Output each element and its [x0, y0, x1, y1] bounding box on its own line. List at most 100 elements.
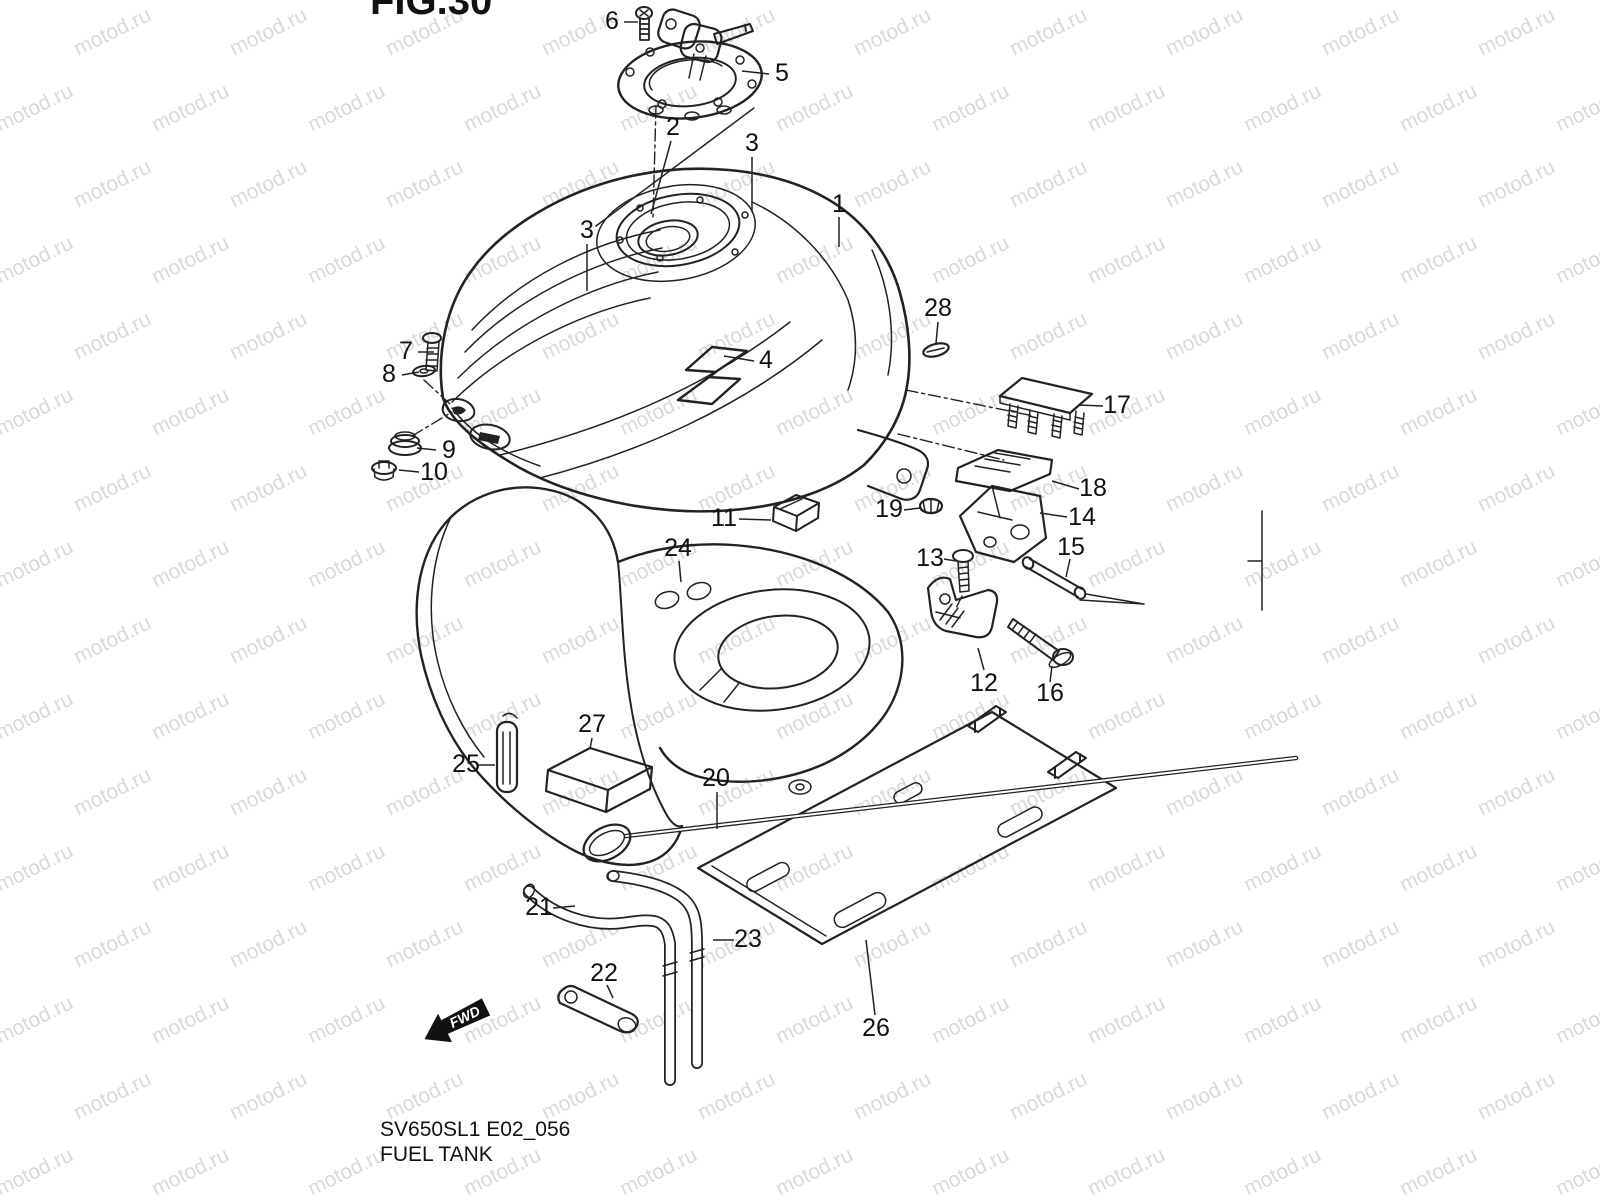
leader-line-part-4 — [723, 355, 755, 362]
model-code: SV650SL1 E02_056 — [380, 1118, 570, 1141]
fuel-tank — [439, 167, 929, 513]
watermark-text: motod.ru — [148, 231, 233, 288]
watermark-text: motod.ru — [1006, 915, 1091, 972]
leader-line-part-24 — [678, 560, 682, 583]
watermark-text: motod.ru — [1396, 991, 1481, 1048]
watermark-text: motod.ru — [304, 1143, 389, 1200]
watermark-text: motod.ru — [850, 3, 935, 60]
watermark-text: motod.ru — [148, 687, 233, 744]
watermark-text: motod.ru — [616, 79, 701, 136]
grommets — [371, 431, 422, 481]
watermark-text: motod.ru — [1318, 155, 1403, 212]
figure-name: FUEL TANK — [380, 1143, 493, 1166]
watermark-text: motod.ru — [1552, 535, 1600, 592]
leader-line-part-15 — [1065, 558, 1071, 578]
watermark-text: motod.ru — [694, 3, 779, 60]
watermark-text: motod.ru — [382, 915, 467, 972]
watermark-text: motod.ru — [1396, 231, 1481, 288]
part-label-23: 23 — [734, 925, 762, 953]
watermark-text: motod.ru — [70, 1067, 155, 1124]
part-label-3: 3 — [580, 216, 594, 244]
leader-line-part-14 — [1039, 512, 1068, 518]
part-label-21: 21 — [525, 893, 553, 921]
nut-19 — [918, 497, 944, 515]
mount-17 — [998, 376, 1094, 439]
watermark-text: motod.ru — [772, 231, 857, 288]
watermark-text: motod.ru — [1318, 459, 1403, 516]
part-label-16: 16 — [1036, 679, 1064, 707]
watermark-text: motod.ru — [304, 687, 389, 744]
part-label-14: 14 — [1068, 503, 1096, 531]
watermark-text: motod.ru — [1552, 839, 1600, 896]
watermark-text: motod.ru — [1162, 3, 1247, 60]
leader-line-part-2 — [650, 140, 672, 215]
part-label-19: 19 — [875, 495, 903, 523]
front-screw — [412, 332, 442, 378]
watermark-text: motod.ru — [226, 611, 311, 668]
watermark-text: motod.ru — [460, 383, 545, 440]
watermark-text: motod.ru — [148, 1143, 233, 1200]
watermark-text: motod.ru — [850, 307, 935, 364]
watermark-text: motod.ru — [70, 307, 155, 364]
leader-line-part-27 — [589, 737, 593, 750]
bolt-16 — [1007, 618, 1074, 669]
part-label-15: 15 — [1057, 533, 1085, 561]
watermark-text: motod.ru — [1552, 1143, 1600, 1200]
watermark-text: motod.ru — [148, 535, 233, 592]
watermark-text: motod.ru — [304, 535, 389, 592]
leader-line-part-26 — [865, 939, 876, 1016]
watermark-text: motod.ru — [70, 155, 155, 212]
watermark-text: motod.ru — [928, 839, 1013, 896]
leader-line-part-22 — [606, 984, 614, 999]
watermark-text: motod.ru — [1084, 1143, 1169, 1200]
exploded-diagram: FWD — [371, 6, 1299, 1086]
watermark-text: motod.ru — [1240, 991, 1325, 1048]
watermark-text: motod.ru — [1552, 991, 1600, 1048]
watermark-text: motod.ru — [928, 231, 1013, 288]
watermark-text: motod.ru — [226, 1067, 311, 1124]
watermark-text: motod.ru — [928, 79, 1013, 136]
leader-line-part-8 — [401, 371, 420, 376]
watermark-text: motod.ru — [772, 839, 857, 896]
heat-shield — [415, 486, 904, 867]
base-plate — [696, 705, 1118, 946]
watermark-text: motod.ru — [148, 383, 233, 440]
watermark-text: motod.ru — [1552, 687, 1600, 744]
cushion-18 — [954, 448, 1054, 493]
leader-line-part-12 — [977, 647, 985, 671]
watermark-text: motod.ru — [850, 915, 935, 972]
part-label-20: 20 — [702, 764, 730, 792]
watermark-text: motod.ru — [538, 459, 623, 516]
part-label-28: 28 — [924, 294, 952, 322]
bracket-12 — [926, 576, 999, 639]
watermark-text: motod.ru — [226, 915, 311, 972]
bracket-14 — [958, 484, 1048, 564]
watermark-text: motod.ru — [70, 3, 155, 60]
watermark-text: motod.ru — [1006, 155, 1091, 212]
watermark-text: motod.ru — [850, 155, 935, 212]
watermark-text: motod.ru — [226, 3, 311, 60]
part-label-26: 26 — [862, 1014, 890, 1042]
strap-22 — [557, 984, 639, 1034]
part-label-24: 24 — [664, 534, 692, 562]
watermark-text: motod.ru — [1474, 763, 1559, 820]
watermark-text: motod.ru — [1162, 1067, 1247, 1124]
watermark-text: motod.ru — [772, 79, 857, 136]
watermark-text: motod.ru — [538, 1067, 623, 1124]
watermark-text: motod.ru — [304, 79, 389, 136]
part-label-10: 10 — [420, 458, 448, 486]
watermark-text: motod.ru — [1162, 459, 1247, 516]
watermark-text: motod.ru — [1318, 915, 1403, 972]
watermark-text: motod.ru — [1084, 839, 1169, 896]
leader-line-part-11 — [738, 518, 772, 521]
cushion-box-27 — [544, 746, 654, 814]
watermark-text: motod.ru — [460, 535, 545, 592]
part-label-17: 17 — [1103, 391, 1131, 419]
watermark-text: motod.ru — [772, 535, 857, 592]
watermark-text: motod.ru — [70, 459, 155, 516]
watermark-text: motod.ru — [1006, 1067, 1091, 1124]
watermark-text: motod.ru — [928, 383, 1013, 440]
part-label-27: 27 — [578, 710, 606, 738]
